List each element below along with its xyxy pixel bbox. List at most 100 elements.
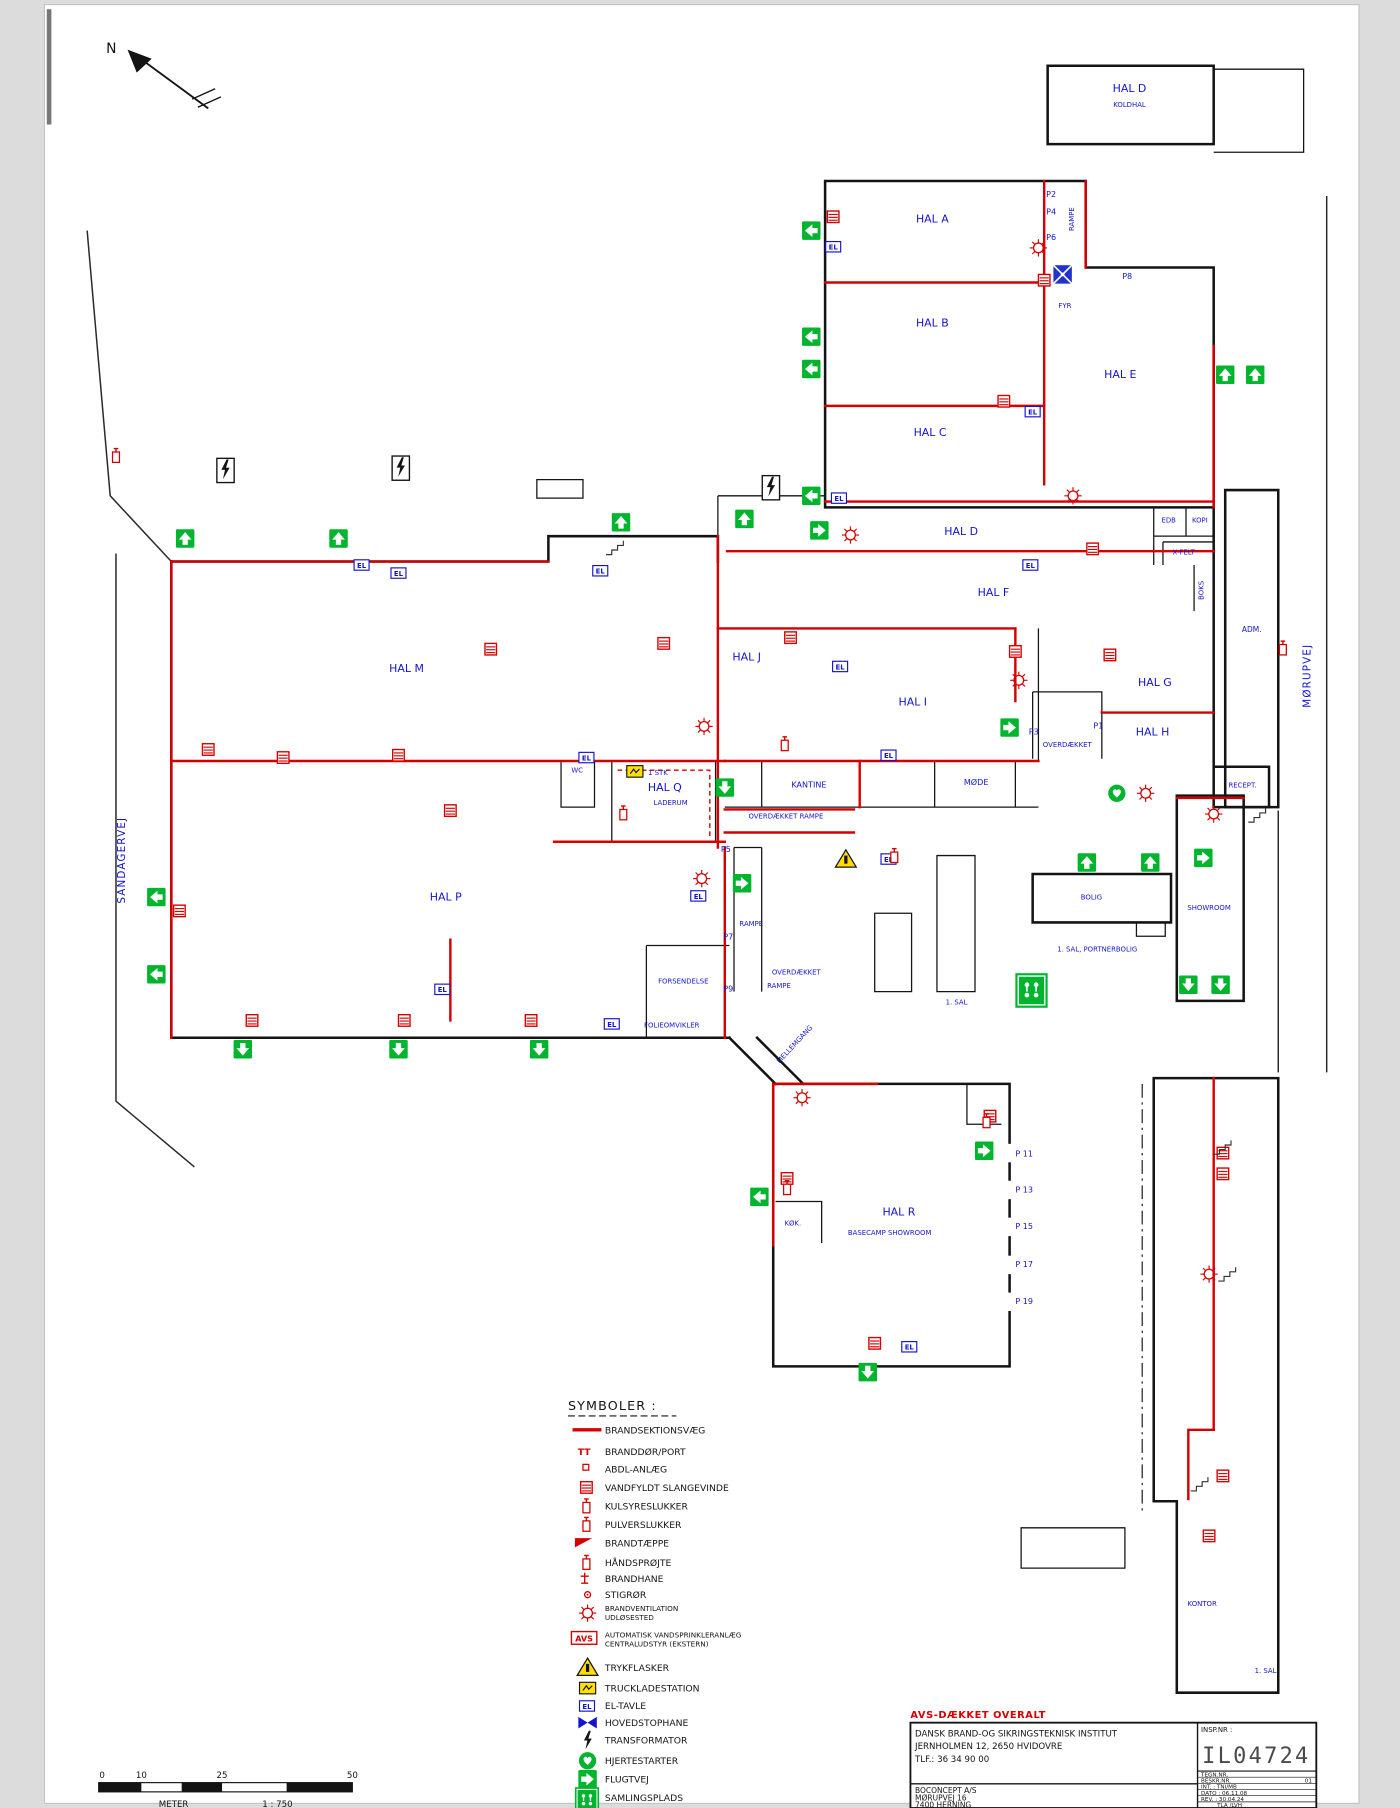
escape-arrow-left-icon bbox=[147, 965, 166, 984]
titleblock-company-phone: TLF.: 36 34 90 00 bbox=[914, 1755, 989, 1765]
hose-reel-icon bbox=[524, 1014, 538, 1027]
room-label-rampe-midt: RAMPE bbox=[739, 920, 763, 928]
titleblock-row: BESKR.NR. bbox=[1201, 1779, 1231, 1785]
room-label-fyr: FYR bbox=[1058, 302, 1071, 310]
scale-tick-25: 25 bbox=[217, 1771, 228, 1781]
legend-title: SYMBOLER : bbox=[568, 1398, 657, 1413]
el-panel-icon bbox=[901, 1341, 918, 1353]
titleblock-row: REV. : 30.04.24 bbox=[1201, 1797, 1244, 1803]
hall-label-r: HAL R bbox=[882, 1205, 915, 1218]
escape-arrow-up-icon bbox=[175, 529, 195, 548]
hall-label-i: HAL I bbox=[898, 696, 927, 709]
room-label-wc: WC bbox=[571, 767, 583, 775]
room-label-overdaekket: OVERDÆKKET bbox=[1043, 741, 1093, 749]
escape-arrow-down-icon bbox=[233, 1040, 253, 1059]
escape-arrow-right-icon bbox=[975, 1141, 994, 1160]
legend-item-label: VANDFYLDT SLANGEVINDE bbox=[605, 1483, 729, 1494]
legend-item-label: TRUCKLADESTATION bbox=[604, 1684, 700, 1695]
titleblock-row: TLA /LVH bbox=[1216, 1803, 1242, 1808]
defibrillator-icon bbox=[1108, 784, 1126, 802]
avs-legend-icon bbox=[570, 1630, 598, 1645]
wc-halq-walls bbox=[560, 761, 717, 842]
titleblock-insp-label: INSP.NR : bbox=[1201, 1726, 1232, 1734]
el-panel-icon bbox=[353, 559, 370, 571]
hose-reel-icon bbox=[997, 394, 1011, 408]
el-panel-icon bbox=[434, 983, 451, 996]
escape-arrow-right-icon bbox=[1000, 718, 1019, 737]
parking-label-p7: P7 bbox=[723, 933, 733, 942]
transformer-icon bbox=[761, 474, 781, 501]
small-rect bbox=[536, 479, 584, 499]
parking-label-p9: P9 bbox=[723, 985, 733, 994]
legend-item-label2: CENTRALUDSTYR (EKSTERN) bbox=[605, 1640, 709, 1649]
parking-label-p13: P 13 bbox=[1015, 1185, 1033, 1194]
truck-charging-icon bbox=[626, 765, 644, 778]
hose-reel-icon bbox=[172, 904, 186, 918]
yard-structures bbox=[874, 854, 976, 993]
hose-reel-icon bbox=[276, 751, 290, 765]
bolig-stairs bbox=[1135, 921, 1166, 937]
parking-label-p19: P 19 bbox=[1015, 1297, 1033, 1306]
room-label-adm: ADM. bbox=[1242, 625, 1262, 634]
adm-wing-outline bbox=[1223, 488, 1280, 809]
street-name-right: MØRUPVEJ bbox=[1302, 644, 1314, 708]
hall-label-c: HAL C bbox=[914, 426, 947, 439]
room-label-kontor: KONTOR bbox=[1188, 1600, 1217, 1608]
hose-reel-icon bbox=[1008, 645, 1022, 658]
escape-arrow-right-icon bbox=[810, 521, 829, 540]
room-label-koek: KØK. bbox=[784, 1220, 801, 1228]
scan-edge-mark bbox=[46, 9, 52, 125]
el-panel-icon bbox=[830, 492, 848, 504]
hose-reel-icon bbox=[1216, 1469, 1230, 1483]
escape-arrow-left-icon bbox=[802, 221, 821, 240]
hose-reel-icon bbox=[1037, 273, 1051, 287]
el-panel-icon bbox=[603, 1018, 620, 1030]
hose-reel-icon bbox=[1103, 648, 1117, 662]
escape-arrow-up-icon bbox=[329, 529, 348, 548]
bolig-outline bbox=[1031, 872, 1173, 924]
hall-label-f: HAL F bbox=[978, 586, 1010, 599]
legend-item-label: BRANDSEKTIONSVÆG bbox=[605, 1425, 705, 1436]
room-label-x-felt: X-FELT bbox=[1173, 549, 1196, 557]
fire-door-legend-icon: TT bbox=[578, 1447, 591, 1458]
titleblock-row: DATO : 06.11.08 bbox=[1201, 1791, 1248, 1797]
legend-item-label: STIGRØR bbox=[605, 1590, 647, 1601]
parking-label-p4: P4 bbox=[1046, 207, 1056, 216]
scale-tick-10: 10 bbox=[136, 1771, 147, 1781]
escape-arrow-right-icon bbox=[1194, 848, 1213, 868]
titleblock-client: BOCONCEPT A/S bbox=[915, 1786, 977, 1795]
hall-label-koldhal: KOLDHAL bbox=[1113, 101, 1146, 109]
north-partitions bbox=[1153, 507, 1214, 612]
legend-item-label: BRANDHANE bbox=[605, 1574, 664, 1585]
koldhal-outline bbox=[1046, 64, 1215, 146]
room-label-kopi: KOPI bbox=[1192, 516, 1208, 524]
hall-label-b: HAL B bbox=[916, 316, 949, 329]
hall-label-h: HAL H bbox=[1136, 726, 1170, 739]
escape-arrow-right-icon bbox=[732, 874, 752, 893]
north-label: N bbox=[106, 41, 116, 57]
room-label-folieomvikler: FOLIEOMVIKLER bbox=[644, 1021, 700, 1029]
forsendelse-walls bbox=[645, 944, 730, 1038]
room-label-portnerbolig: 1. SAL, PORTNERBOLIG bbox=[1057, 945, 1137, 953]
room-label-edb: EDB bbox=[1162, 516, 1177, 524]
escape-arrow-up-icon bbox=[1215, 365, 1235, 384]
overdaekket-notch bbox=[1032, 691, 1103, 759]
room-label-showroom: SHOWROOM bbox=[1187, 904, 1231, 912]
drawing-paper bbox=[43, 4, 1360, 1804]
hose-reel-icon bbox=[392, 748, 405, 762]
room-label-boks: BOKS bbox=[1197, 581, 1205, 600]
legend-item-label: EL-TAVLE bbox=[605, 1701, 646, 1712]
legend-item-label: HOVEDSTOPHANE bbox=[605, 1718, 689, 1729]
room-label-recept: RECEPT. bbox=[1228, 782, 1256, 790]
legend-item-label: AUTOMATISK VANDSPRINKLERANLÆG bbox=[605, 1630, 742, 1639]
hall-label-e: HAL E bbox=[1104, 368, 1136, 381]
parking-label-p11: P 11 bbox=[1015, 1150, 1033, 1159]
el-panel-icon bbox=[880, 749, 897, 762]
hose-reel-icon bbox=[868, 1336, 882, 1350]
door-gaps bbox=[1004, 1143, 1015, 1312]
hall-label-a: HAL A bbox=[916, 213, 949, 226]
legend-item-label2: UDLØSESTED bbox=[605, 1613, 654, 1622]
escape-arrow-down-icon bbox=[389, 1040, 408, 1059]
koldhal-extension bbox=[1213, 68, 1305, 153]
